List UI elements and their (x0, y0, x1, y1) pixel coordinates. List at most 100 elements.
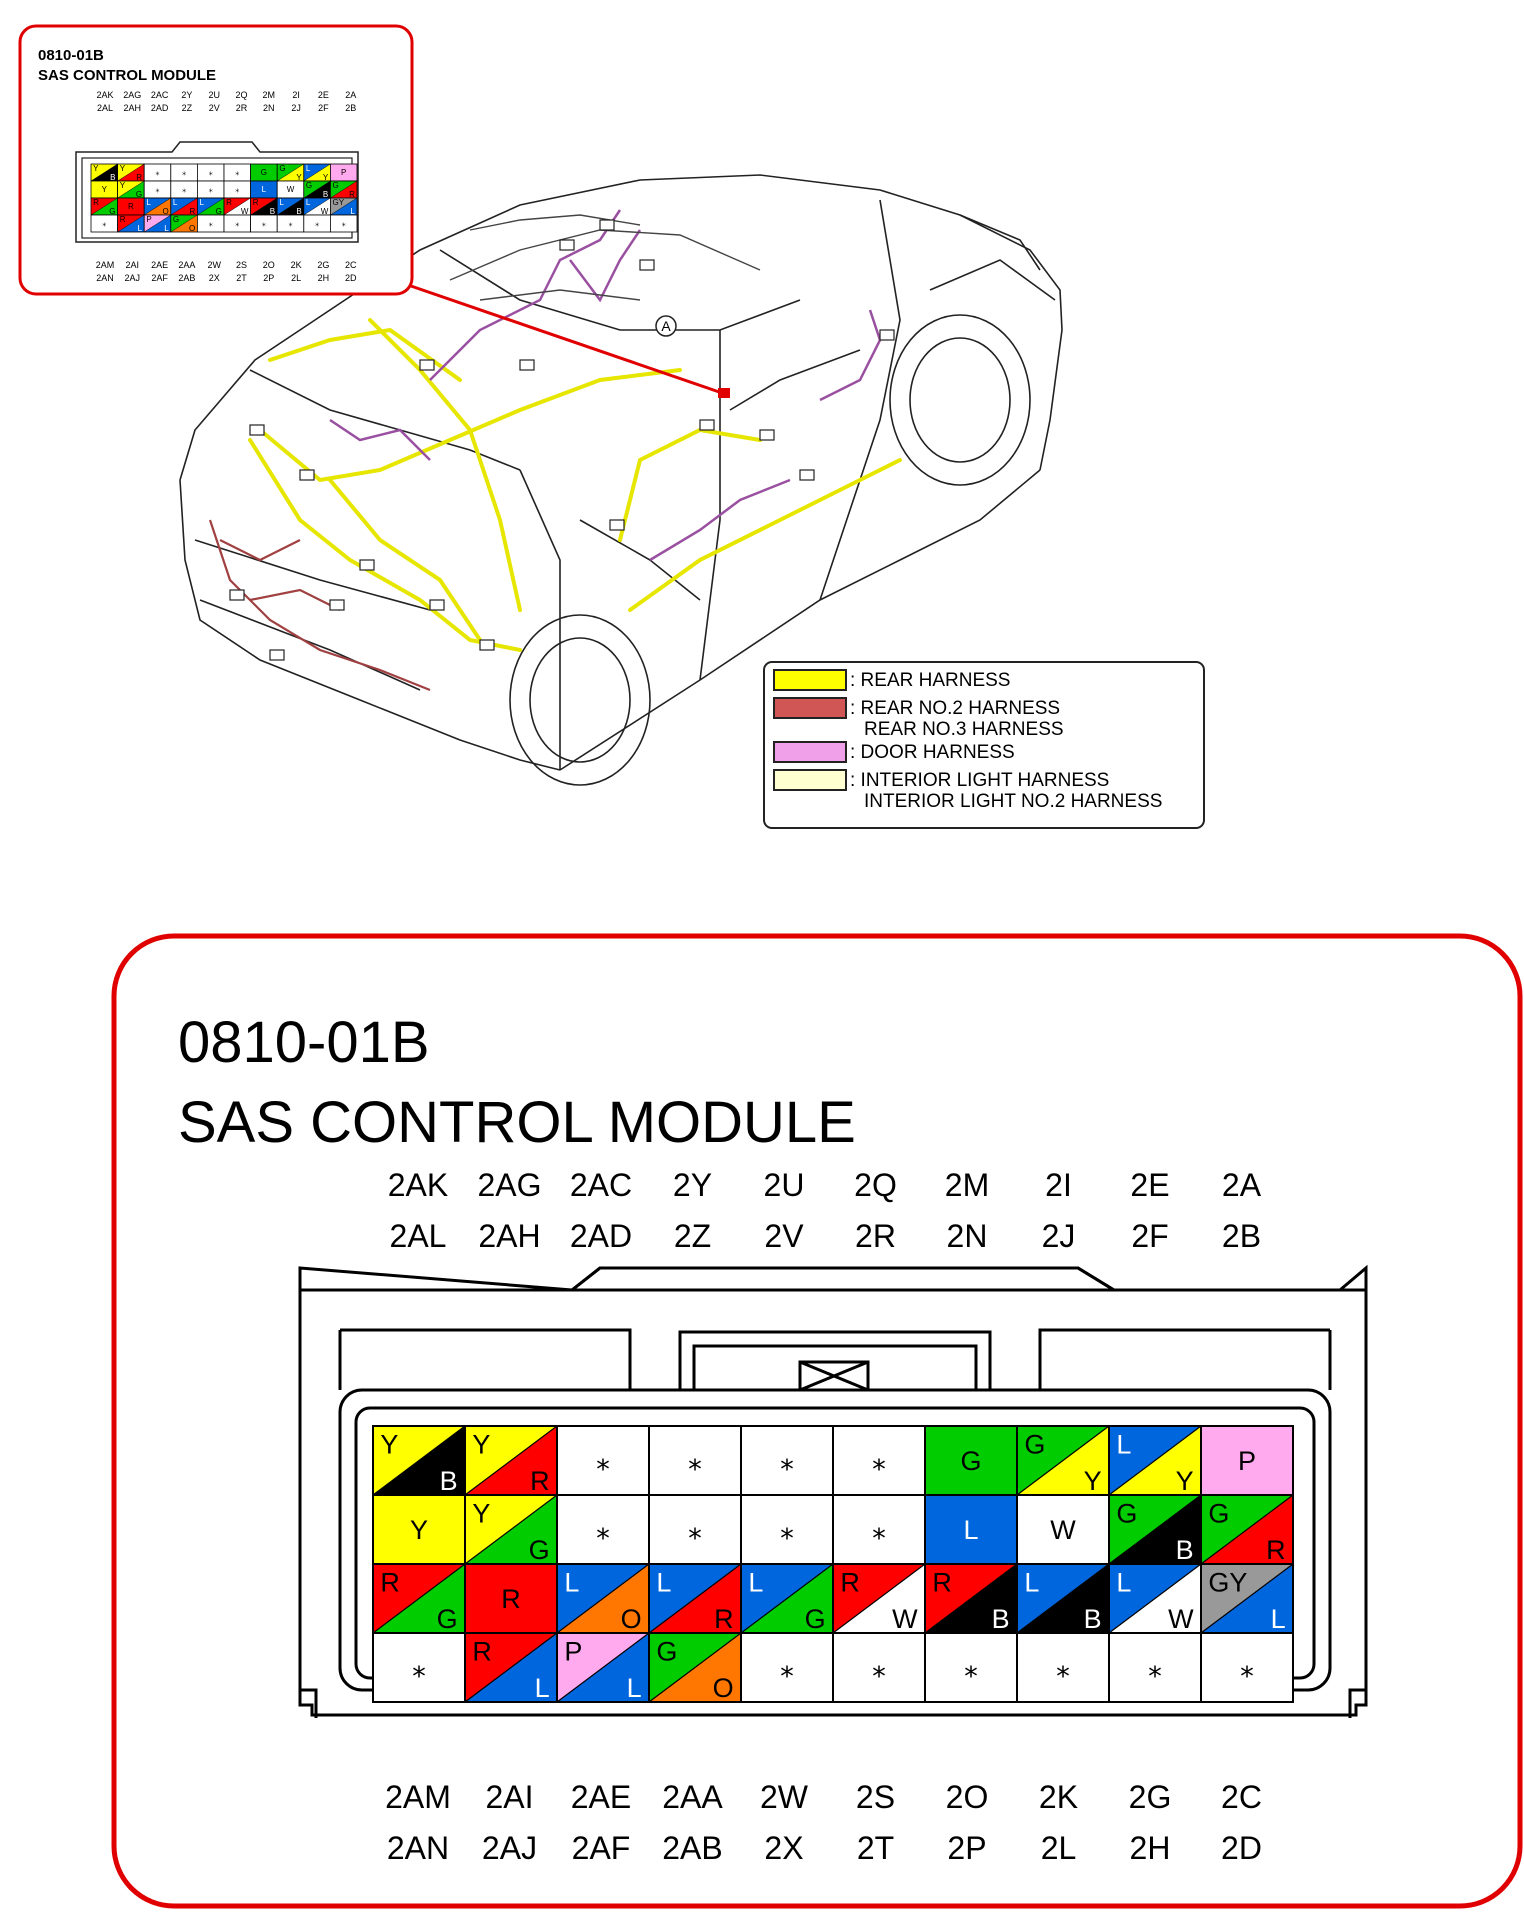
big-wire-color-primary: R (932, 1568, 952, 1598)
big-empty-pin-mark: ⁎ (780, 1515, 794, 1545)
inset-wire-color-label: P (341, 168, 346, 177)
inset-top-pin-label: 2V (209, 103, 220, 113)
legend-swatch (773, 697, 847, 719)
top-pin-label: 2Y (673, 1167, 712, 1203)
big-pin-cell: ⁎ (832, 1494, 926, 1565)
inset-empty-pin-mark: ⁎ (235, 168, 239, 177)
inset-top-pin-label: 2Q (235, 90, 247, 100)
inset-wire-color-secondary: R (189, 207, 195, 216)
inset-pin-cell: ⁎ (170, 180, 198, 199)
callout-marker: A (655, 315, 677, 337)
big-empty-pin-mark: ⁎ (596, 1515, 610, 1545)
big-wire-color-secondary: R (530, 1466, 550, 1496)
inset-pin-cell: ⁎ (276, 214, 305, 233)
big-pin-cell: ⁎ (1016, 1632, 1110, 1703)
inset-wire-color-primary: R (226, 198, 232, 207)
vehicle-outline (179, 174, 1063, 786)
big-wire-color-secondary: L (1271, 1604, 1286, 1634)
inset-top-pin-label: 2AD (151, 103, 169, 113)
big-wire-color-secondary: R (1266, 1535, 1286, 1565)
inset-empty-pin-mark: ⁎ (209, 168, 213, 177)
inset-bottom-pin-label: 2L (291, 273, 301, 283)
big-pin-cell: ⁎ (556, 1425, 650, 1496)
inset-pin-cell: LB (276, 197, 305, 216)
big-pin-cell: ⁎ (832, 1632, 926, 1703)
inset-bottom-pin-label: 2AI (126, 260, 140, 270)
legend-item: : DOOR HARNESS (773, 741, 1015, 763)
inset-pin-cell: YR (117, 163, 145, 182)
big-pin-cell: Y (372, 1494, 466, 1565)
inset-bottom-pin-label: 2P (263, 273, 274, 283)
inset-bottom-pin-label: 2AA (178, 260, 195, 270)
big-wire-color-secondary: B (992, 1604, 1010, 1634)
inset-empty-pin-mark: ⁎ (289, 219, 293, 228)
top-pin-label: 2AL (390, 1218, 447, 1254)
inset-top-pin-label: 2AC (151, 90, 169, 100)
bottom-pin-label: 2AN (387, 1830, 449, 1866)
big-pin-cell: LW (1108, 1563, 1202, 1634)
big-pin-cell: ⁎ (372, 1632, 466, 1703)
big-wire-color-primary: L (748, 1568, 763, 1598)
big-pin-cell: RB (924, 1563, 1018, 1634)
legend-label: : DOOR HARNESS (850, 742, 1015, 763)
big-wire-color-secondary: Y (1176, 1466, 1194, 1496)
inset-wire-color-primary: GY (333, 198, 345, 207)
inset-pin-cell: RB (250, 197, 278, 216)
top-pin-label: 2M (945, 1167, 989, 1203)
big-wire-color-secondary: Y (1084, 1466, 1102, 1496)
inset-wire-color-label: W (287, 185, 295, 194)
big-wire-color-primary: Y (472, 1499, 490, 1529)
inset-connector-code: 0810-01B (38, 47, 104, 64)
inset-empty-pin-mark: ⁎ (342, 219, 346, 228)
big-empty-pin-mark: ⁎ (1148, 1653, 1162, 1683)
big-pin-cell: ⁎ (648, 1494, 742, 1565)
inset-bottom-pin-label: 2AB (178, 273, 195, 283)
big-pin-cell: GB (1108, 1494, 1202, 1565)
big-wire-color-secondary: O (713, 1673, 734, 1703)
inset-bottom-pin-label: 2H (318, 273, 330, 283)
inset-wire-color-secondary: O (189, 224, 195, 233)
inset-empty-pin-mark: ⁎ (182, 168, 186, 177)
inset-pin-cell: ⁎ (223, 163, 252, 182)
big-pin-cell: LO (556, 1563, 650, 1634)
inset-pin-cell: LY (303, 163, 331, 182)
big-pin-cell: YG (464, 1494, 558, 1565)
inset-wire-color-primary: L (306, 198, 311, 207)
inset-pin-cell: PL (143, 214, 172, 233)
inset-bottom-pin-label: 2X (209, 273, 220, 283)
inset-wire-color-primary: L (173, 198, 178, 207)
big-wire-color-label: G (960, 1446, 981, 1476)
bottom-pin-label: 2AJ (482, 1830, 537, 1866)
big-wire-color-secondary: B (1176, 1535, 1194, 1565)
inset-wire-color-secondary: Y (296, 173, 302, 182)
inset-pin-cell: LO (143, 197, 172, 216)
big-empty-pin-mark: ⁎ (688, 1515, 702, 1545)
big-wire-color-primary: G (1116, 1499, 1137, 1529)
inset-pin-cell: GY (276, 163, 305, 182)
inset-wire-color-secondary: B (296, 207, 301, 216)
big-pin-cell: G (924, 1425, 1018, 1496)
inset-bottom-pin-label: 2S (236, 260, 247, 270)
top-pin-label: 2I (1045, 1167, 1072, 1203)
inset-pin-cell: LG (196, 197, 225, 216)
inset-wire-color-secondary: O (162, 207, 168, 216)
inset-wire-color-secondary: R (136, 173, 142, 182)
inset-pin-cell: ⁎ (196, 214, 225, 233)
inset-wire-color-primary: L (200, 198, 205, 207)
bottom-pin-label: 2O (946, 1779, 989, 1815)
inset-pin-cell: ⁎ (250, 214, 278, 233)
connector-title: SAS CONTROL MODULE (178, 1090, 856, 1155)
big-wire-color-secondary: B (1084, 1604, 1102, 1634)
inset-empty-pin-mark: ⁎ (209, 185, 213, 194)
inset-wire-color-label: L (262, 185, 267, 194)
big-wire-color-secondary: G (805, 1604, 826, 1634)
top-pin-label: 2AK (388, 1167, 448, 1203)
inset-wire-color-primary: G (306, 181, 312, 190)
big-wire-color-primary: L (656, 1568, 671, 1598)
connector-housing (298, 1264, 1368, 1718)
connector-code: 0810-01B (178, 1010, 430, 1075)
inset-wire-color-secondary: W (321, 207, 329, 216)
big-pin-cell: LR (648, 1563, 742, 1634)
